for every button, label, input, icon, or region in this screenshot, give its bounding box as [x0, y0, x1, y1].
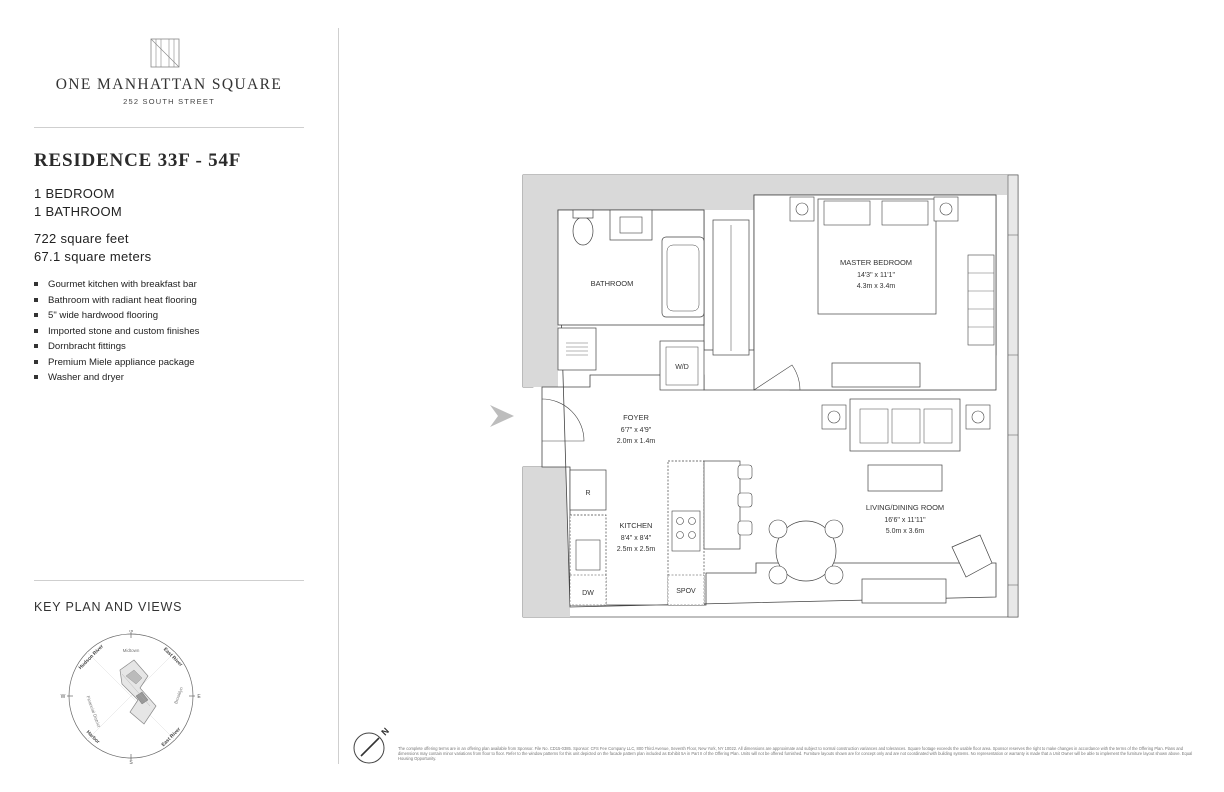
bar-stool: [737, 520, 753, 536]
dining-chair: [824, 565, 844, 585]
north-label: N: [379, 726, 391, 738]
speed-oven-label: SPOV: [676, 588, 696, 595]
feature-item: Imported stone and custom finishes: [34, 325, 199, 341]
building-footprint: [119, 659, 157, 725]
foyer-dim-ft: 6'7" x 4'9": [621, 427, 652, 434]
south-direction: S: [129, 760, 133, 764]
bar-stool: [737, 492, 753, 508]
nightstand: [789, 196, 815, 222]
sidebar: ONE MANHATTAN SQUARE 252 SOUTH STREET RE…: [0, 0, 338, 792]
brand-logo: [150, 38, 180, 68]
dining-chair: [768, 519, 788, 539]
brand-address: 252 SOUTH STREET: [123, 97, 215, 106]
dining-chair: [768, 565, 788, 585]
midtown-label: Midtown: [123, 648, 140, 653]
bathroom-count: 1 BATHROOM: [34, 204, 122, 219]
side-table: [821, 404, 847, 430]
east-direction: E: [197, 694, 201, 700]
pillow: [823, 200, 871, 226]
kitchen-dim-m: 2.5m x 2.5m: [617, 546, 656, 553]
living-dim-ft: 16'6" x 11'11": [884, 517, 926, 524]
bar-stool: [737, 464, 753, 480]
wall-mass: [523, 175, 558, 387]
feature-item: Washer and dryer: [34, 371, 199, 387]
nightstand: [933, 196, 959, 222]
breakfast-bar: [703, 460, 741, 550]
east-river-bottom-label: East River: [161, 726, 183, 748]
floor-plan: BATHROOM W/D MASTER BEDROOM 14'3" x 11'1…: [490, 174, 1019, 618]
speed-oven: [667, 574, 705, 606]
dining-table: [775, 520, 837, 582]
dishwasher-label: DW: [582, 590, 594, 597]
bedroom-door-swing: [753, 364, 801, 391]
harbor-label: Harbor: [85, 729, 101, 745]
west-direction: W: [61, 694, 66, 700]
feature-item: Bathroom with radiant heat flooring: [34, 294, 199, 310]
master-bedroom-dim-m: 4.3m x 3.4m: [857, 283, 896, 290]
toilet-icon: [572, 216, 594, 246]
brooklyn-label: Brooklyn: [173, 686, 184, 705]
north-arrow-icon: N: [353, 726, 391, 764]
wall-mass: [754, 175, 1008, 195]
refrigerator: [569, 469, 607, 511]
media-console: [861, 578, 947, 604]
keyplan-title: KEY PLAN AND VIEWS: [34, 600, 183, 614]
financial-district-label: Financial District: [85, 695, 101, 728]
feature-item: Gourmet kitchen with breakfast bar: [34, 278, 199, 294]
kitchen-label: KITCHEN: [620, 521, 653, 530]
dishwasher: [569, 574, 607, 606]
feature-item: Premium Miele appliance package: [34, 356, 199, 372]
north-direction: N: [129, 630, 133, 634]
key-plan: N S W E Hudson River Midtown East River …: [61, 630, 202, 764]
legal-disclaimer: The complete offering terms are in an of…: [398, 746, 1193, 762]
feature-item: Dornbracht fittings: [34, 340, 199, 356]
living-dim-m: 5.0m x 3.6m: [886, 528, 925, 535]
armchair: [951, 534, 993, 578]
area-sqm: 67.1 square meters: [34, 249, 152, 264]
refrigerator-label: R: [585, 490, 590, 497]
cooktop-icon: [671, 510, 701, 552]
coffee-table: [867, 464, 943, 492]
wall-mass: [523, 467, 570, 617]
side-table: [965, 404, 991, 430]
pillow: [881, 200, 929, 226]
foyer-dim-m: 2.0m x 1.4m: [617, 438, 656, 445]
bedroom-count: 1 BEDROOM: [34, 186, 115, 201]
kitchen-dim-ft: 8'4" x 8'4": [621, 535, 652, 542]
dining-chair: [824, 519, 844, 539]
bedroom-shelving: [967, 254, 995, 346]
feature-list: Gourmet kitchen with breakfast bar Bathr…: [34, 278, 199, 387]
divider: [34, 580, 304, 581]
linen-closet: [557, 327, 597, 371]
hudson-river-label: Hudson River: [78, 644, 105, 671]
entry-arrow-icon: [490, 405, 514, 427]
washer-dryer-label: W/D: [675, 364, 689, 371]
area-sqft: 722 square feet: [34, 231, 129, 246]
entry-door-swing: [541, 398, 585, 442]
master-bedroom-dim-ft: 14'3" x 11'1": [857, 272, 895, 279]
window-wall: [1007, 174, 1019, 618]
brand-name: ONE MANHATTAN SQUARE: [55, 76, 283, 93]
foyer-label: FOYER: [623, 413, 649, 422]
living-label: LIVING/DINING ROOM: [866, 503, 944, 512]
master-bedroom-label: MASTER BEDROOM: [840, 258, 912, 267]
kitchen-sink-icon: [575, 539, 601, 571]
vertical-divider: [338, 28, 339, 764]
dresser: [831, 362, 921, 388]
feature-item: 5" wide hardwood flooring: [34, 309, 199, 325]
sink-icon: [619, 216, 643, 234]
wall-mass: [558, 175, 754, 210]
divider: [34, 127, 304, 128]
bathroom-label: BATHROOM: [591, 279, 634, 288]
residence-title: RESIDENCE 33F - 54F: [34, 150, 242, 171]
